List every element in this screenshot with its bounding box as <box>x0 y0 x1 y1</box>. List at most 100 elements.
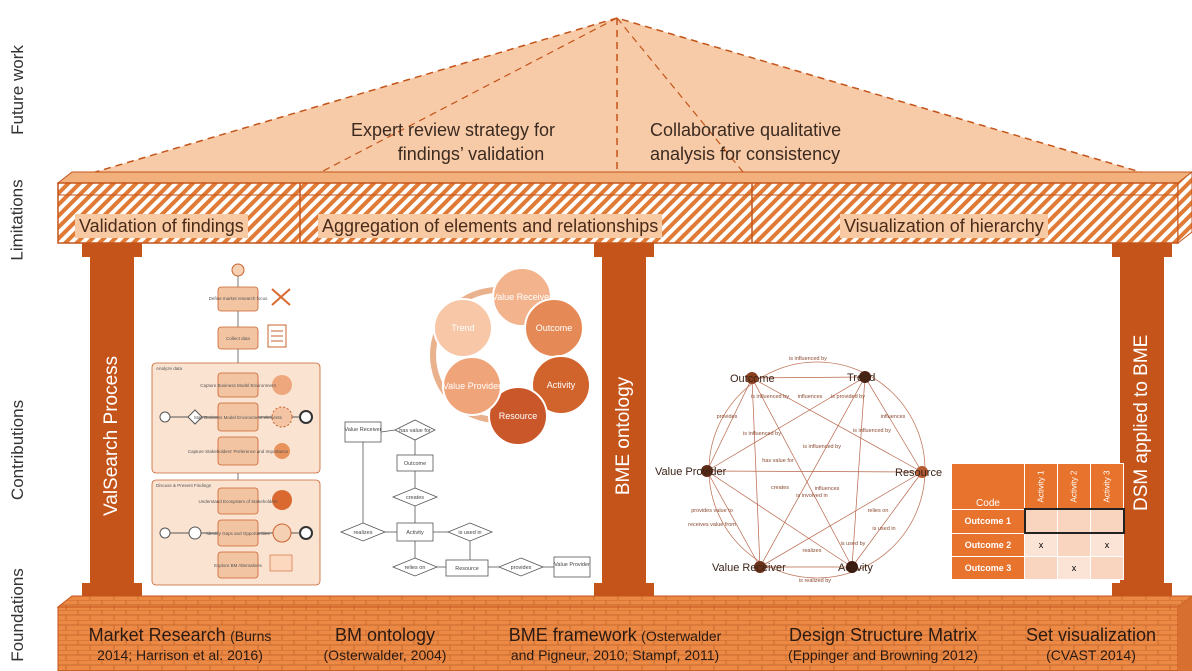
process-step <box>217 436 259 466</box>
dsm-row-label: Outcome 1 <box>951 508 1025 534</box>
network-node <box>859 371 871 383</box>
pillar-label-valsearch: ValSearch Process <box>101 355 122 516</box>
flow-diamond-label: is used in <box>458 530 481 536</box>
network-node <box>916 466 928 478</box>
process-lane-label: Analyze data <box>156 366 183 371</box>
cycle-element-activity <box>531 355 591 415</box>
foundation-set-visualization: Set visualization (CVAST 2014) <box>1006 624 1176 665</box>
limitation-validation: Validation of findings <box>75 214 248 238</box>
flow-box-label: Value Receiver <box>345 427 382 433</box>
cycle-label: Outcome <box>536 323 573 333</box>
axis-label-limitations: Limitations <box>8 179 28 261</box>
network-node-label: Activity <box>838 562 873 574</box>
foundation-cite: (CVAST 2014) <box>1046 647 1136 663</box>
cycle-element-resource <box>488 386 548 446</box>
flow-diamond-label: provides <box>511 565 532 571</box>
pillar-right <box>1112 243 1172 597</box>
foundation-title: Market Research <box>88 625 226 645</box>
dsm-cell <box>1057 508 1092 534</box>
network-node-label: Resource <box>895 467 942 479</box>
pillar-left <box>82 243 142 597</box>
flow-box-label: Activity <box>406 530 424 536</box>
process-step-label: Identify Gaps and Opportunities <box>206 531 270 536</box>
foundation-title: BM ontology <box>334 625 436 645</box>
flow-diamond-label: relies on <box>405 565 426 571</box>
future-work-right-line1: Collaborative qualitative <box>650 120 842 140</box>
foundation-title: Set visualization <box>1025 625 1157 645</box>
flow-diamond <box>339 522 387 542</box>
network-edge-label: is influenced by <box>803 444 841 450</box>
foundation-platform <box>56 595 1192 671</box>
future-work-left-line1: Expert review strategy for <box>350 120 556 140</box>
process-step-label: Map Business Model Environment elements <box>194 415 283 420</box>
cycle-label: Value Provider <box>443 381 501 391</box>
flow-diamond-label: has value for <box>399 428 431 434</box>
foundation-cite: (Eppinger and Browning 2012) <box>788 647 978 663</box>
flow-box <box>445 559 489 577</box>
dsm-col-header: Activity 2 <box>1057 463 1092 510</box>
foundation-title: BME framework <box>508 625 637 645</box>
network-node-label: Value Provider <box>655 466 727 478</box>
dsm-matrix: Code Activity 1 Activity 2 Activity 3 Ou… <box>951 463 1125 580</box>
cycle-label: Activity <box>547 380 576 390</box>
network-node-label: Value Receiver <box>712 562 786 574</box>
limitation-visualization: Visualization of hierarchy <box>840 214 1048 238</box>
network-edge-label: is influenced by <box>853 428 891 434</box>
future-work-left: Expert review strategy for findings’ val… <box>318 118 588 167</box>
network-edge-label: is provided by <box>831 394 865 400</box>
flow-diamond-label: realizes <box>354 530 373 536</box>
flow-diamond <box>497 557 545 577</box>
process-model <box>151 263 321 586</box>
flow-box-label: Resource <box>455 566 479 572</box>
network-edge-label: provides value to <box>691 508 733 514</box>
process-step <box>217 551 259 579</box>
dsm-cell <box>1057 532 1092 557</box>
process-step-label: Explore BM Alternatives <box>214 563 263 568</box>
axis-label-future-work: Future work <box>8 45 27 135</box>
network-node-label: Outcome <box>730 373 775 385</box>
network-edge-label: is influenced by <box>751 394 789 400</box>
network-edge-label: is realized by <box>799 578 831 584</box>
ontology-flow-diagram <box>339 419 591 578</box>
foundation-bm-ontology: BM ontology (Osterwalder, 2004) <box>300 624 470 665</box>
foundation-title: Design Structure Matrix <box>788 625 978 645</box>
process-step-label: Capture Business Model Environment <box>200 383 276 388</box>
network-edge-label: influences <box>798 394 823 400</box>
flow-diamond <box>391 557 439 577</box>
network-edge-label: receives value from <box>688 522 736 528</box>
network-edge-label: is used in <box>872 526 895 532</box>
flow-box-label: Value Provider <box>554 562 590 568</box>
network-node <box>846 561 858 573</box>
foundation-dsm: Design Structure Matrix (Eppinger and Br… <box>760 624 1006 665</box>
network-edge-label: has value for <box>762 458 794 464</box>
cycle-label: Resource <box>499 411 538 421</box>
network-edge-label: realizes <box>803 548 822 554</box>
network-edge-label: is influenced by <box>743 431 781 437</box>
future-work-right-line2: analysis for consistency <box>650 144 841 165</box>
network-edge-label: is involved in <box>796 493 828 499</box>
network-node <box>701 465 713 477</box>
network-edge-label: provides <box>717 414 738 420</box>
dsm-row-label: Outcome 3 <box>951 556 1025 580</box>
network-node <box>754 561 766 573</box>
limitation-aggregation: Aggregation of elements and relationship… <box>318 214 663 238</box>
network-edge-label: influences <box>815 486 840 492</box>
pillar-label-bme-ontology: BME ontology <box>613 376 634 496</box>
cycle-label: Value Receiver <box>492 292 552 302</box>
dsm-col-header: Activity 3 <box>1090 463 1125 510</box>
network-edge-label: is used by <box>841 541 866 547</box>
process-step-label: Collect data <box>226 336 250 341</box>
process-step <box>217 372 259 398</box>
dsm-cell <box>1090 508 1125 534</box>
network-node <box>746 372 758 384</box>
foundation-title-cite: (Burns <box>230 628 272 644</box>
foundation-cite: 2014; Harrison et al. 2016) <box>97 647 263 663</box>
network-edge-label: creates <box>771 485 789 491</box>
pillar-middle <box>594 243 654 597</box>
flow-box-label: Outcome <box>404 461 426 467</box>
bme-network-diagram <box>706 361 926 579</box>
network-edge-label: influences <box>881 414 906 420</box>
dsm-cell: x <box>1090 532 1125 557</box>
axis-label-contributions: Contributions <box>8 399 28 501</box>
